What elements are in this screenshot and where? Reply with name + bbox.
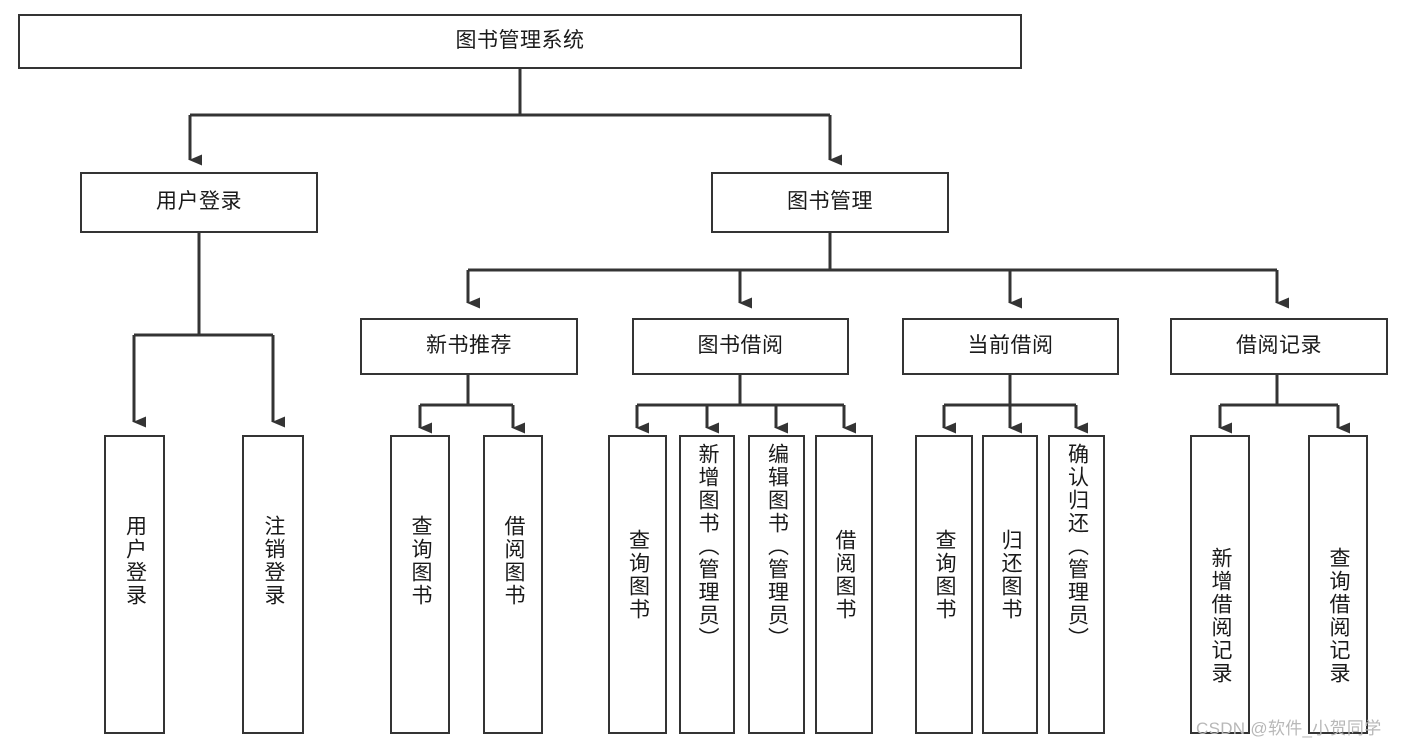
leaf-borrow-borrow-book[interactable]: 借阅图书 bbox=[815, 435, 873, 734]
node-borrow-records[interactable]: 借阅记录 bbox=[1170, 318, 1388, 375]
leaf-current-return-book[interactable]: 归还图书 bbox=[982, 435, 1038, 734]
leaf-user-login-signout-label: 注销登录 bbox=[262, 515, 286, 607]
node-current-borrow[interactable]: 当前借阅 bbox=[902, 318, 1119, 375]
node-borrow-records-label: 借阅记录 bbox=[1236, 334, 1322, 358]
leaf-current-query-book[interactable]: 查询图书 bbox=[915, 435, 973, 734]
node-new-book-recommend[interactable]: 新书推荐 bbox=[360, 318, 578, 375]
leaf-borrow-query-book-label: 查询图书 bbox=[626, 529, 650, 621]
leaf-borrow-add-book-admin-label: 新增图书（管理员） bbox=[696, 443, 720, 650]
node-book-management-label: 图书管理 bbox=[787, 190, 873, 214]
node-root-label: 图书管理系统 bbox=[455, 29, 585, 53]
leaf-newbook-query-book[interactable]: 查询图书 bbox=[390, 435, 450, 734]
node-current-borrow-label: 当前借阅 bbox=[967, 334, 1054, 358]
leaf-newbook-borrow-book[interactable]: 借阅图书 bbox=[483, 435, 543, 734]
node-book-management[interactable]: 图书管理 bbox=[711, 172, 949, 233]
leaf-current-return-book-label: 归还图书 bbox=[999, 529, 1023, 621]
leaf-newbook-borrow-book-label: 借阅图书 bbox=[502, 515, 526, 607]
node-root[interactable]: 图书管理系统 bbox=[18, 14, 1022, 69]
leaf-records-add-record[interactable]: 新增借阅记录 bbox=[1190, 435, 1250, 734]
leaf-records-add-record-label: 新增借阅记录 bbox=[1209, 547, 1233, 685]
leaf-borrow-edit-book-admin-label: 编辑图书（管理员） bbox=[765, 443, 789, 650]
leaf-user-login-signin-label: 用户登录 bbox=[123, 515, 147, 607]
leaf-newbook-query-book-label: 查询图书 bbox=[409, 515, 433, 607]
leaf-records-query-record-label: 查询借阅记录 bbox=[1327, 547, 1351, 685]
leaf-user-login-signout[interactable]: 注销登录 bbox=[242, 435, 304, 734]
leaf-borrow-query-book[interactable]: 查询图书 bbox=[608, 435, 667, 734]
leaf-borrow-edit-book-admin[interactable]: 编辑图书（管理员） bbox=[748, 435, 805, 734]
leaf-records-query-record[interactable]: 查询借阅记录 bbox=[1308, 435, 1368, 734]
leaf-current-query-book-label: 查询图书 bbox=[933, 529, 957, 621]
node-user-login[interactable]: 用户登录 bbox=[80, 172, 318, 233]
leaf-borrow-add-book-admin[interactable]: 新增图书（管理员） bbox=[679, 435, 735, 734]
csdn-watermark: CSDN @软件_小贺同学 bbox=[1196, 719, 1382, 738]
node-user-login-label: 用户登录 bbox=[156, 190, 242, 214]
node-book-borrow[interactable]: 图书借阅 bbox=[632, 318, 849, 375]
node-new-book-recommend-label: 新书推荐 bbox=[426, 334, 512, 358]
leaf-user-login-signin[interactable]: 用户登录 bbox=[104, 435, 165, 734]
leaf-current-confirm-return-admin[interactable]: 确认归还（管理员） bbox=[1048, 435, 1105, 734]
leaf-borrow-borrow-book-label: 借阅图书 bbox=[833, 529, 857, 621]
leaf-current-confirm-return-admin-label: 确认归还（管理员） bbox=[1065, 443, 1089, 650]
node-book-borrow-label: 图书借阅 bbox=[697, 334, 784, 358]
